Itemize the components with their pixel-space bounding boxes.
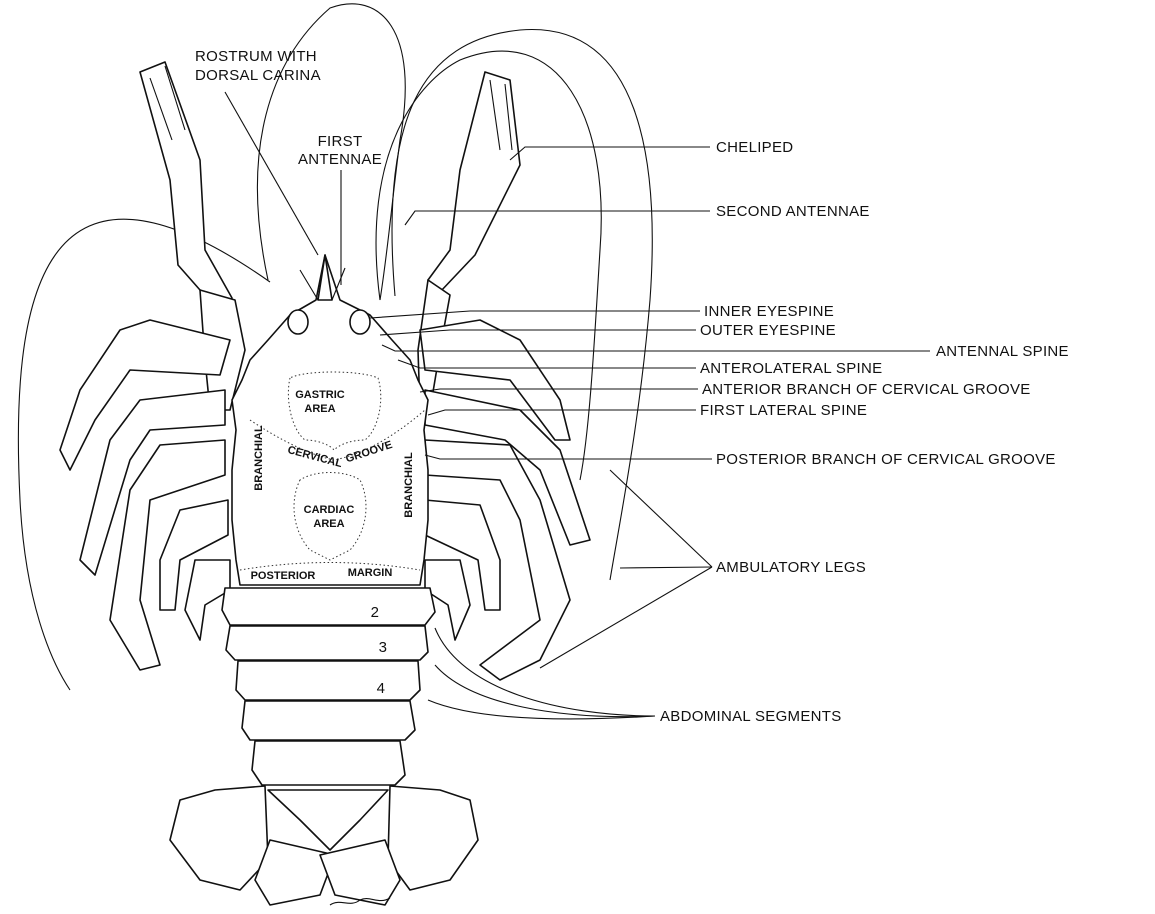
second-antennae-leader bbox=[405, 211, 710, 225]
outer-eyespine-label: OUTER EYESPINE bbox=[700, 322, 836, 339]
first-antennae-label-1: FIRST bbox=[318, 133, 363, 150]
posterior-label: POSTERIOR bbox=[251, 570, 316, 582]
cheliped-label: CHELIPED bbox=[716, 139, 793, 156]
ambulatory-leader-1 bbox=[610, 470, 712, 567]
rostrum-label-1: ROSTRUM WITH bbox=[195, 48, 317, 65]
inner-eyespine-leader bbox=[370, 311, 700, 318]
margin-label: MARGIN bbox=[348, 567, 393, 579]
first-lateral-spine-label: FIRST LATERAL SPINE bbox=[700, 402, 867, 419]
branchial-right-label: BRANCHIAL bbox=[403, 452, 415, 518]
segment-4-label: 4 bbox=[377, 680, 386, 697]
antennal-spine-label: ANTENNAL SPINE bbox=[936, 343, 1069, 360]
ambulatory-legs-label: AMBULATORY LEGS bbox=[716, 559, 866, 576]
cardiac-area-label: AREA bbox=[313, 518, 344, 530]
cheliped-leader bbox=[510, 147, 710, 160]
abdominal-leader-2 bbox=[435, 665, 655, 717]
right-walking-legs bbox=[420, 320, 590, 680]
ambulatory-leader-2 bbox=[620, 567, 712, 568]
anterolateral-spine-label: ANTEROLATERAL SPINE bbox=[700, 360, 882, 377]
anterior-branch-leader bbox=[420, 389, 698, 392]
first-antennae-label-2: ANTENNAE bbox=[298, 151, 382, 168]
gastric-label: GASTRIC bbox=[295, 389, 345, 401]
cardiac-label: CARDIAC bbox=[304, 504, 355, 516]
second-antennae-label: SECOND ANTENNAE bbox=[716, 203, 870, 220]
abdominal-segments-label: ABDOMINAL SEGMENTS bbox=[660, 708, 842, 725]
inner-eyespine-label: INNER EYESPINE bbox=[704, 303, 834, 320]
posterior-branch-label: POSTERIOR BRANCH OF CERVICAL GROOVE bbox=[716, 451, 1056, 468]
left-walking-legs bbox=[60, 320, 230, 670]
rostrum-leader bbox=[225, 92, 318, 255]
segment-3-label: 3 bbox=[379, 639, 388, 656]
carapace bbox=[232, 255, 428, 585]
segment-2-label: 2 bbox=[371, 604, 380, 621]
rostrum-label-2: DORSAL CARINA bbox=[195, 67, 321, 84]
anterior-branch-label: ANTERIOR BRANCH OF CERVICAL GROOVE bbox=[702, 381, 1031, 398]
branchial-left-label: BRANCHIAL bbox=[253, 425, 265, 491]
abdomen bbox=[170, 588, 478, 905]
gastric-area-label: AREA bbox=[304, 403, 335, 415]
ambulatory-leader-3 bbox=[540, 567, 712, 668]
